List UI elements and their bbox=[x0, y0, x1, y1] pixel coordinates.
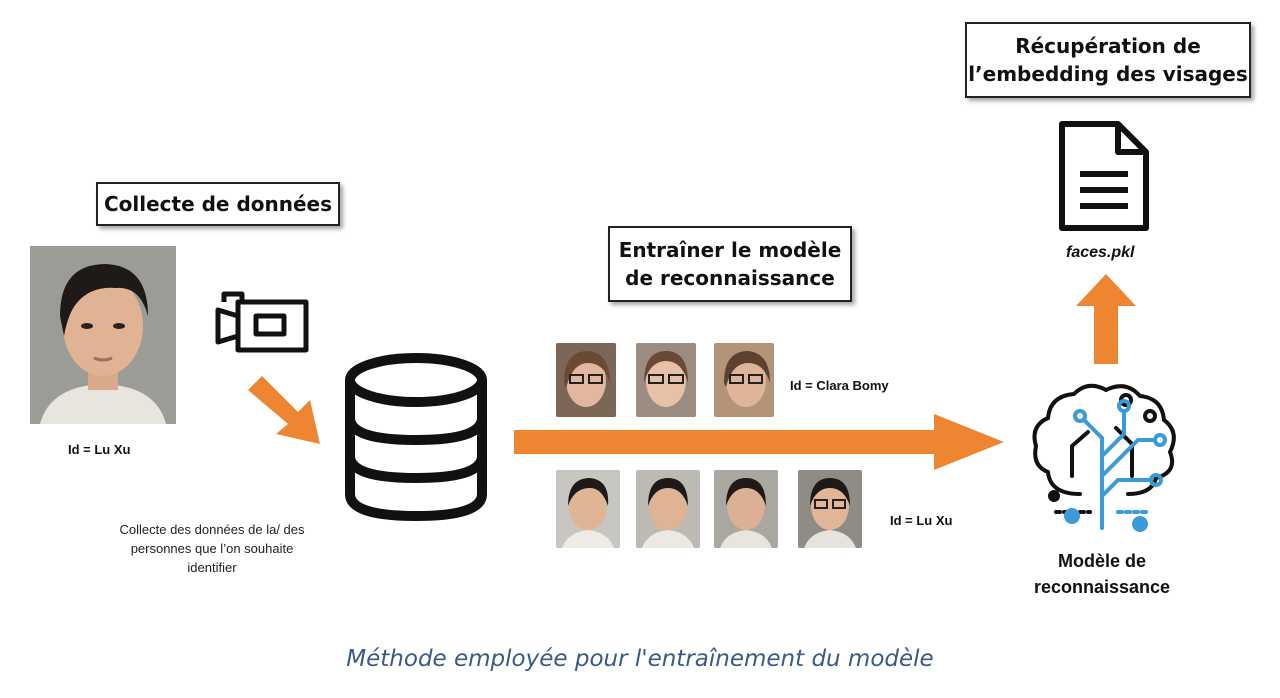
export-arrow bbox=[1076, 274, 1136, 364]
retrieve-title-line2: l’embedding des visages bbox=[968, 62, 1248, 86]
collect-note-line1: Collecte des données de la/ des bbox=[119, 522, 305, 537]
face-thumbnail bbox=[556, 343, 616, 417]
model-title: Modèle de reconnaissance bbox=[1012, 548, 1192, 600]
train-title-box: Entraîner le modèle de reconnaissance bbox=[608, 226, 852, 302]
retrieve-title-line1: Récupération de bbox=[1015, 34, 1201, 58]
face-thumbnail bbox=[636, 343, 696, 417]
camera-icon bbox=[215, 291, 309, 353]
face-thumbnail bbox=[636, 470, 700, 548]
collect-arrow bbox=[248, 376, 320, 444]
collect-note: Collecte des données de la/ des personne… bbox=[92, 520, 332, 577]
train-arrow bbox=[514, 414, 1004, 470]
figure-caption: Méthode employée pour l'entraînement du … bbox=[346, 646, 934, 672]
face-thumbnail bbox=[714, 470, 778, 548]
luxu-id-label: Id = Lu Xu bbox=[890, 513, 953, 528]
face-thumbnail bbox=[556, 470, 620, 548]
model-title-line1: Modèle de bbox=[1057, 551, 1146, 571]
source-face-illustration bbox=[30, 246, 176, 424]
retrieve-title-box: Récupération de l’embedding des visages bbox=[965, 22, 1251, 98]
train-title-line1: Entraîner le modèle bbox=[618, 238, 842, 262]
model-title-line2: reconnaissance bbox=[1033, 577, 1171, 597]
source-id-label: Id = Lu Xu bbox=[68, 442, 131, 457]
train-title-line2: de reconnaissance bbox=[625, 266, 835, 290]
collect-note-line2: personnes que l’on souhaite bbox=[130, 541, 294, 556]
face-thumbnail bbox=[714, 343, 774, 417]
document-icon bbox=[1059, 121, 1149, 231]
collecte-title: Collecte de données bbox=[103, 192, 333, 216]
source-face-photo bbox=[30, 246, 176, 424]
clara-id-label: Id = Clara Bomy bbox=[790, 378, 889, 393]
brain-circuit-icon bbox=[1032, 383, 1176, 532]
collect-note-line3: identifier bbox=[187, 560, 237, 575]
database-icon bbox=[345, 353, 487, 522]
face-thumbnail bbox=[798, 470, 862, 548]
collecte-title-box: Collecte de données bbox=[96, 182, 340, 226]
file-name: faces.pkl bbox=[1066, 244, 1135, 261]
